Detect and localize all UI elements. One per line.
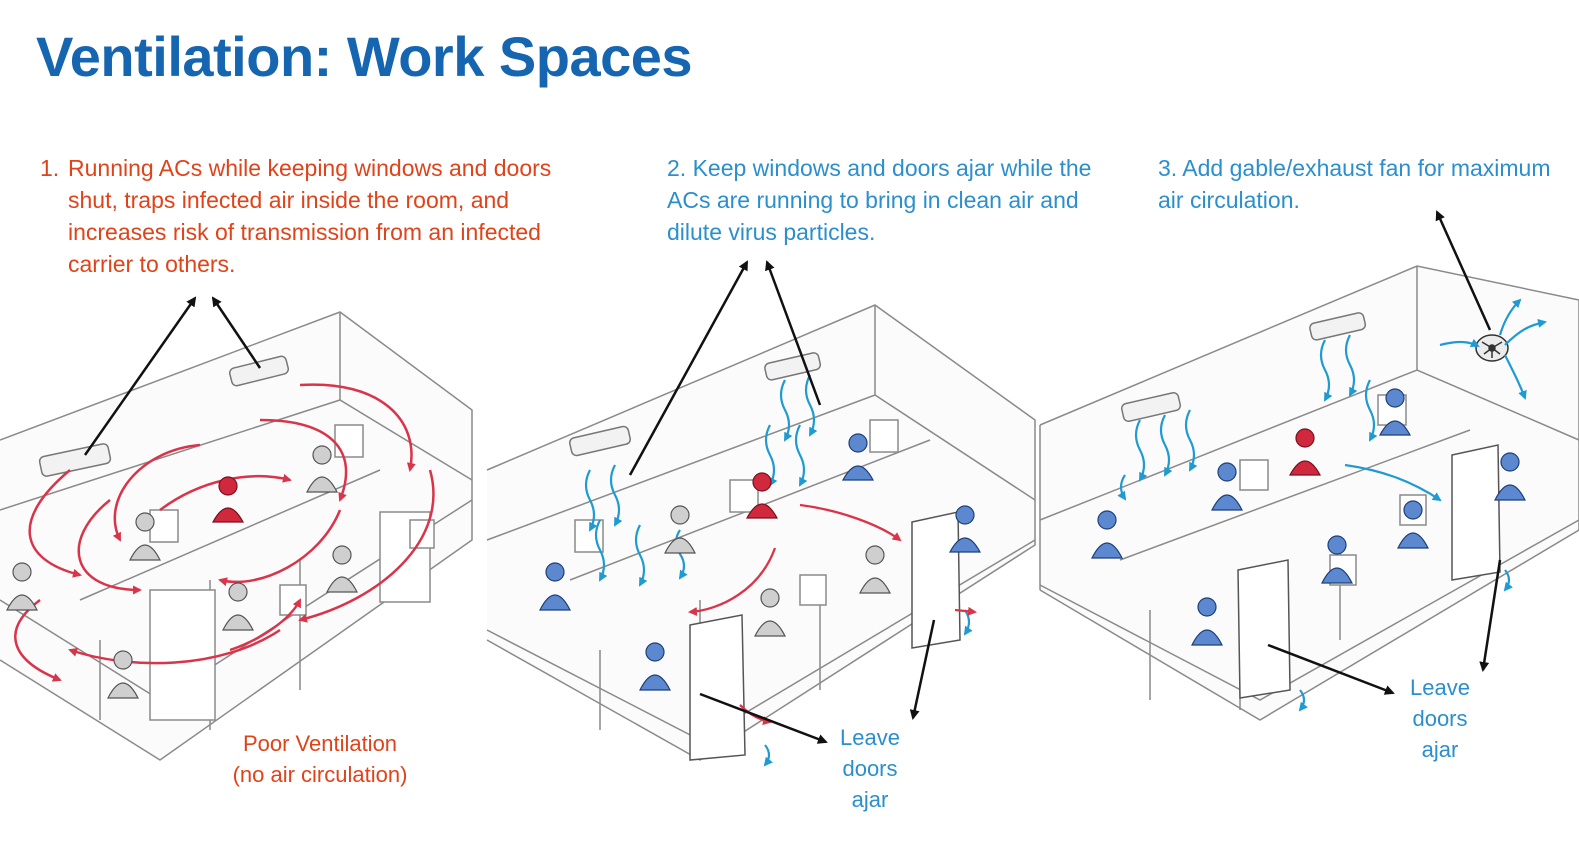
airflow-fresh [584,374,973,767]
panel-3-label-line: Leave [1410,675,1470,700]
ac-unit-icon [568,352,822,457]
airflow-stagnant [14,383,435,682]
arrow-icon [628,260,936,744]
door-icon [689,511,961,761]
panel-3-label-line: ajar [1421,737,1459,762]
panel-1-number: 1. [40,155,60,181]
arrow-icon [83,296,262,456]
page-title: Ventilation: Work Spaces [36,25,693,88]
airflow-fresh [1117,298,1547,712]
room-2 [486,304,1036,761]
panel-1-label-line: (no air circulation) [232,762,408,787]
ac-unit-icon [1120,312,1367,423]
panel-1-text: Running ACs while keeping windows and do… [68,155,552,277]
panel-2-label-line: ajar [851,787,889,812]
panel-1-label-line: Poor Ventilation [242,731,398,756]
panel-3-caption: 3. Add gable/exhaust fan for maximum air… [1158,155,1551,213]
panel-2-label-line: Leave [840,725,900,750]
person-icon [1091,388,1526,646]
panel-3-label: Leave doors ajar [1390,672,1490,765]
panel-1-label: Poor Ventilation (no air circulation) [200,728,440,790]
panel-2-caption: 2. Keep windows and doors ajar while the… [667,155,1092,245]
person-icon [539,433,982,691]
panel-3-label-line: doors [1412,706,1468,731]
arrow-icon [1267,210,1502,695]
door-icon [1237,444,1501,699]
airflow-stagnant [688,503,977,726]
exhaust-fan-icon [1475,334,1509,362]
person-icon [6,445,358,699]
panel-2-label-line: doors [842,756,898,781]
panel-1-caption: 1. Running ACs while keeping windows and… [40,152,600,280]
panel-2-label: Leave doors ajar [820,722,920,815]
